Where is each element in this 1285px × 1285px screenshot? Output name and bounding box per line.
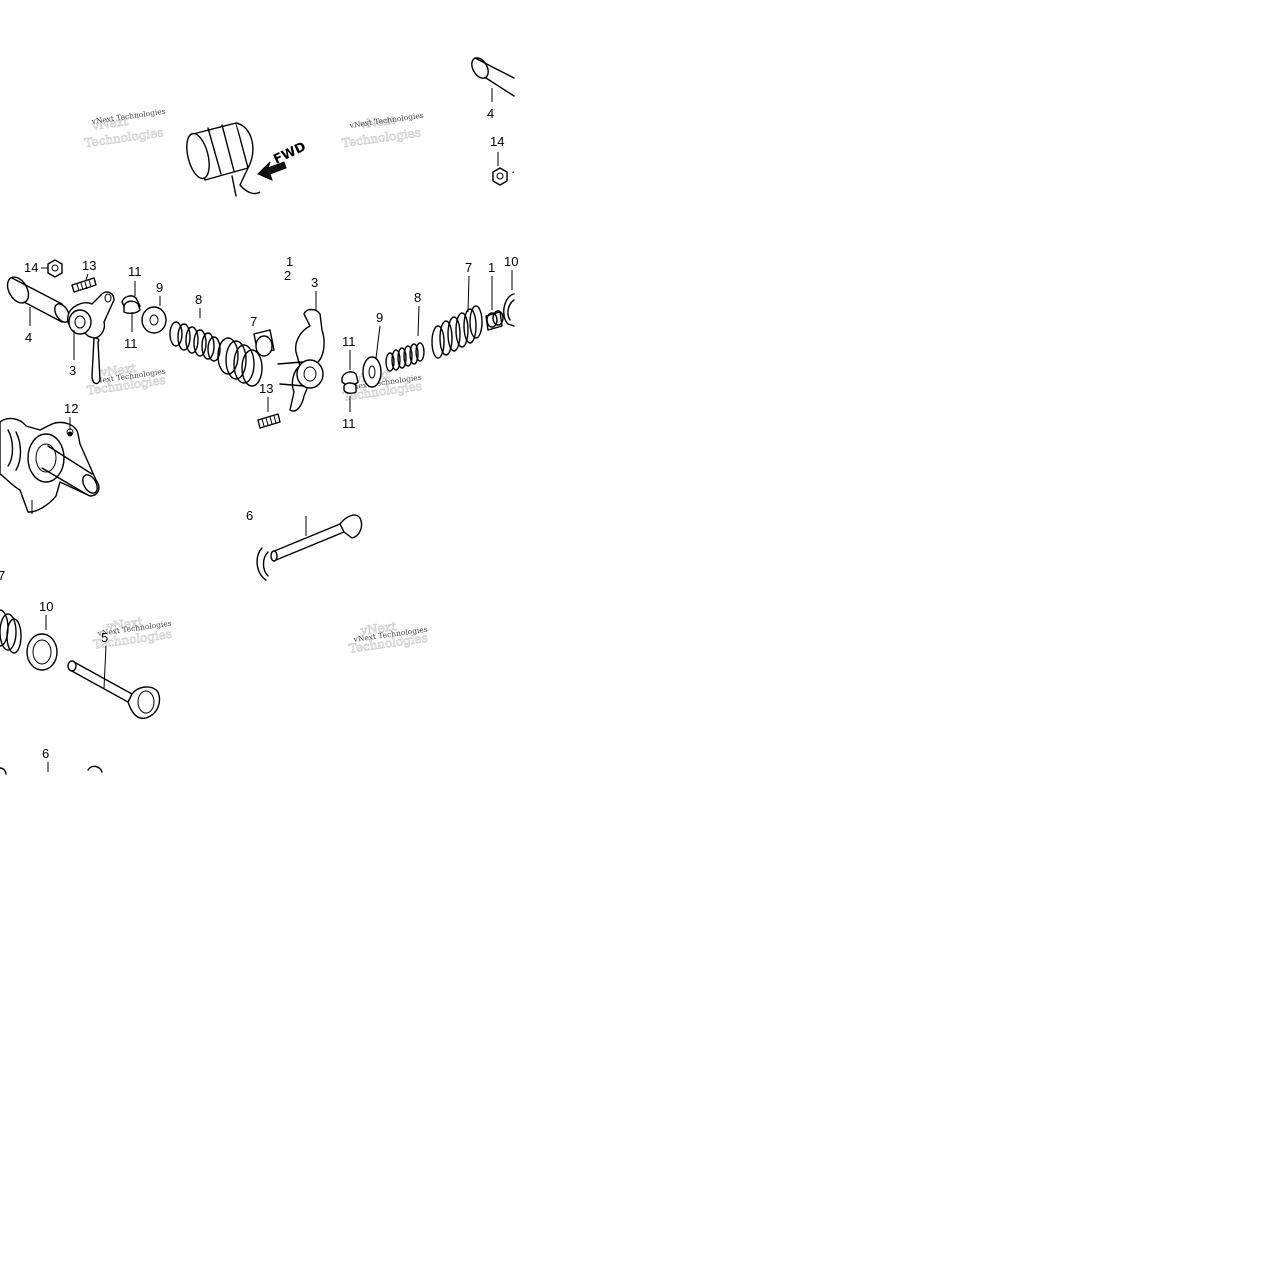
adjust-screw-mid xyxy=(257,413,281,429)
svg-text:14: 14 xyxy=(490,134,504,149)
watermark-6: vNext Technologies vNext Technologies xyxy=(348,619,429,656)
svg-text:1: 1 xyxy=(488,260,495,275)
watermark-1: vNext Technologies vNext Technologies xyxy=(83,107,166,151)
callout-14-left: 14 xyxy=(24,260,48,275)
nut-left xyxy=(47,259,63,278)
callout-12: 12 xyxy=(64,401,78,437)
retainer-left xyxy=(141,306,167,334)
cotter-left xyxy=(121,295,141,315)
watermark-2: vNext Technologies vNext Technologies xyxy=(341,111,424,151)
inner-spring-left xyxy=(169,321,221,362)
rocker-arm-left xyxy=(66,291,115,385)
callout-3-left: 3 xyxy=(69,330,76,378)
callout-11-right-bottom: 11 xyxy=(342,396,356,431)
svg-text:7: 7 xyxy=(0,568,5,583)
svg-text:vNext: vNext xyxy=(105,615,144,634)
svg-text:14: 14 xyxy=(24,260,38,275)
outer-spring-right xyxy=(431,305,483,359)
svg-text:11: 11 xyxy=(128,264,142,279)
svg-text:3: 3 xyxy=(69,363,76,378)
svg-text:6: 6 xyxy=(42,746,49,761)
callout-11-a: 11 xyxy=(128,264,142,296)
svg-text:9: 9 xyxy=(156,280,163,295)
washer-mid xyxy=(256,547,269,581)
cotter-right xyxy=(341,371,359,395)
callout-5: 5 xyxy=(101,630,108,689)
callout-8-right: 8 xyxy=(414,290,421,337)
valve-seal-right xyxy=(485,310,504,331)
outer-spring-bottom xyxy=(0,609,22,654)
callout-13-left: 13 xyxy=(82,258,96,281)
svg-text:7: 7 xyxy=(465,260,472,275)
outer-spring-mid xyxy=(217,329,275,387)
svg-text:vNext: vNext xyxy=(358,113,397,132)
svg-text:10: 10 xyxy=(504,254,518,269)
svg-text:4: 4 xyxy=(487,106,494,121)
svg-text:6: 6 xyxy=(246,508,253,523)
callout-11-b: 11 xyxy=(124,312,138,351)
callout-8-a: 8 xyxy=(195,292,202,318)
svg-text:vNext: vNext xyxy=(90,114,129,133)
callout-10-bottom: 10 xyxy=(39,599,53,630)
svg-text:FWD: FWD xyxy=(271,140,308,168)
svg-text:10: 10 xyxy=(39,599,53,614)
callout-9-right: 9 xyxy=(375,310,383,359)
svg-text:7: 7 xyxy=(250,314,257,329)
svg-text:5: 5 xyxy=(101,630,108,645)
svg-text:2: 2 xyxy=(284,268,291,283)
svg-text:13: 13 xyxy=(259,381,273,396)
callout-1-right: 1 xyxy=(488,260,495,310)
svg-text:4: 4 xyxy=(25,330,32,345)
callout-13-mid: 13 xyxy=(259,381,273,412)
callout-4-top: 4 xyxy=(487,88,494,121)
svg-text:12: 12 xyxy=(64,401,78,416)
valve-mid xyxy=(270,514,363,562)
nut-top-right xyxy=(492,167,508,186)
partial-callout-top-right: · xyxy=(511,164,515,179)
svg-text:13: 13 xyxy=(82,258,96,273)
washer-right-partial xyxy=(503,293,515,327)
callout-7-bottom: 7 xyxy=(0,568,5,583)
callout-14-top: 14 xyxy=(490,134,504,166)
rocker-shaft-top-right xyxy=(471,57,515,97)
svg-text:11: 11 xyxy=(342,416,356,431)
svg-text:8: 8 xyxy=(195,292,202,307)
valve-bottom xyxy=(67,660,161,720)
rocker-arm-right xyxy=(277,308,325,412)
callout-7-mid: 7 xyxy=(250,314,257,329)
callout-3-right: 3 xyxy=(311,275,318,312)
partial-parts-bottom xyxy=(0,765,103,775)
svg-text:vNext: vNext xyxy=(99,361,138,380)
callout-4-left: 4 xyxy=(25,307,32,345)
fwd-arrow: FWD xyxy=(257,140,309,181)
svg-text:11: 11 xyxy=(124,336,138,351)
inner-spring-right xyxy=(385,342,425,372)
callout-11-right-top: 11 xyxy=(342,334,356,370)
svg-text:8: 8 xyxy=(414,290,421,305)
callout-10-right: 10 xyxy=(504,254,518,290)
washer-bottom xyxy=(26,633,58,671)
svg-text:1: 1 xyxy=(286,254,293,269)
retainer-right xyxy=(362,356,382,388)
callout-1-2-mid: 1 2 xyxy=(284,254,293,283)
svg-text:11: 11 xyxy=(342,334,356,349)
rocker-shaft-left xyxy=(6,276,70,323)
callout-6-bottom: 6 xyxy=(42,746,49,772)
camshaft-holder xyxy=(0,417,100,514)
callout-9-a: 9 xyxy=(156,280,163,306)
callout-7-right: 7 xyxy=(465,260,472,313)
svg-text:9: 9 xyxy=(376,310,383,325)
callout-6-mid: 6 xyxy=(246,508,253,523)
svg-text:3: 3 xyxy=(311,275,318,290)
adjust-screw-left xyxy=(71,277,97,293)
svg-text:vNext: vNext xyxy=(359,619,398,638)
camshaft-end xyxy=(186,122,261,197)
